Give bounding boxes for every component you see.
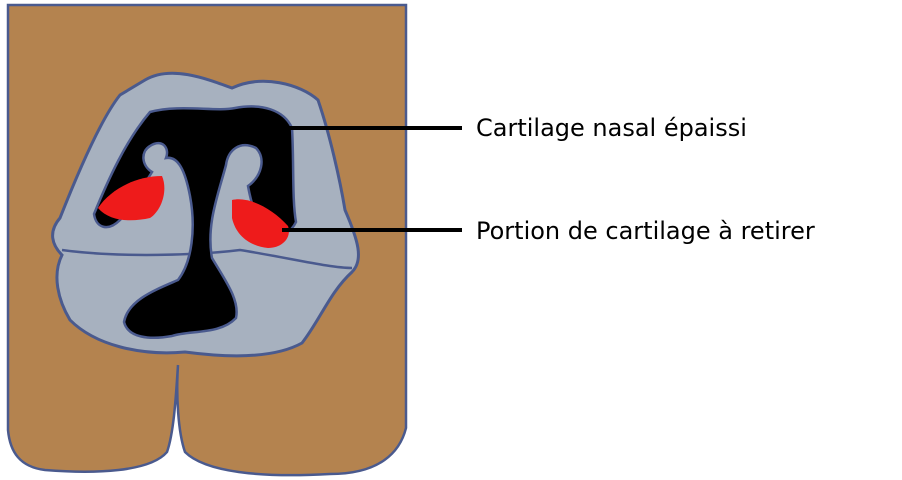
label-cartilage-portion-to-remove: Portion de cartilage à retirer bbox=[476, 219, 815, 243]
label-thickened-nasal-cartilage: Cartilage nasal épaissi bbox=[476, 116, 747, 140]
